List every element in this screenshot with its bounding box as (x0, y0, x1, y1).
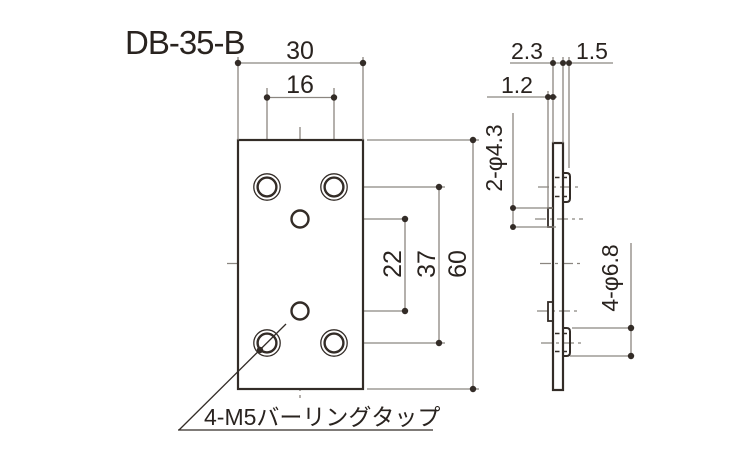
dimple-bottom (547, 301, 554, 322)
burring-boss-circle (253, 329, 281, 357)
center-hole-circle (290, 301, 310, 321)
extension-line (570, 327, 631, 357)
dim-label-30: 30 (286, 37, 314, 65)
dim-label-2-phi4-3: 2-φ4.3 (481, 124, 507, 191)
extension-line (552, 57, 570, 168)
tap-hole-circle (323, 332, 345, 354)
dim-label-4-phi6-8: 4-φ6.8 (597, 244, 623, 311)
dim-label-1-2: 1.2 (501, 72, 533, 98)
dim-label-16: 16 (286, 71, 314, 99)
dim-2-3-and-1-5: 2.3 1.5 (510, 38, 613, 168)
dim-37: 37 (413, 183, 443, 347)
dim-30: 30 (234, 37, 367, 140)
dim-label-22: 22 (379, 250, 407, 278)
dimension-dot (359, 59, 367, 67)
extension-line (513, 207, 556, 228)
dimension-dot (627, 324, 635, 332)
dim-60: 60 (367, 136, 479, 393)
leader-m5-note: 4-M5バーリングタップ (178, 323, 440, 431)
burring-boss-bottom (563, 327, 571, 357)
dim-label-37: 37 (413, 250, 441, 278)
dim-4-phi6-8: 4-φ6.8 (570, 243, 635, 360)
dim-label-60: 60 (444, 250, 472, 278)
dimension-dot (401, 215, 409, 223)
dim-2-phi4-3: 2-φ4.3 (481, 113, 556, 230)
dimension-dot (550, 94, 556, 100)
dimension-dot (435, 183, 443, 191)
part-number-title: DB-35-B (125, 24, 245, 61)
dimension-dot (510, 224, 516, 230)
side-plate-outline (551, 141, 565, 392)
tap-hole-circle (256, 176, 278, 198)
m5-burring-holes (253, 173, 348, 357)
dimension-dot (545, 94, 551, 100)
burring-boss-top (563, 172, 571, 203)
extension-line (237, 57, 364, 140)
center-hole-circle (290, 209, 310, 229)
center-holes (290, 209, 310, 321)
dimension-dot (566, 60, 572, 66)
dimple-top (547, 207, 554, 228)
dimension-dot (627, 352, 635, 360)
dimension-dot (330, 94, 338, 101)
dimension-dot (234, 59, 242, 67)
dimension-dot (550, 60, 556, 66)
dimension-dot (401, 307, 409, 315)
dimension-dot (435, 339, 443, 347)
dimension-dot (469, 136, 477, 144)
dim-16: 16 (263, 71, 338, 101)
hidden-thread-lines-bottom (555, 332, 569, 353)
dimension-dot (469, 385, 477, 393)
dimension-dot (510, 205, 516, 211)
hidden-thread-lines-top (555, 176, 569, 198)
dim-1-2: 1.2 (487, 72, 557, 208)
extension-line (367, 139, 479, 390)
leader-dot (256, 346, 264, 354)
dim-22: 22 (379, 215, 409, 315)
dimension-dot (263, 94, 271, 101)
burring-tap-note: 4-M5バーリングタップ (204, 404, 440, 430)
side-view: 2.3 1.5 1.2 2-φ4.3 4-φ6.8 (481, 38, 635, 392)
burring-boss-circle (320, 173, 348, 201)
burring-boss-circle (320, 329, 348, 357)
leader-line (178, 323, 287, 431)
front-view: 30 16 22 37 60 (178, 37, 479, 431)
tap-hole-circle (256, 332, 278, 354)
dim-label-1-5: 1.5 (576, 38, 608, 64)
tap-hole-circle (323, 176, 345, 198)
dimension-dot (560, 60, 566, 66)
burring-boss-circle (253, 173, 281, 201)
dim-label-2-3: 2.3 (511, 38, 543, 64)
